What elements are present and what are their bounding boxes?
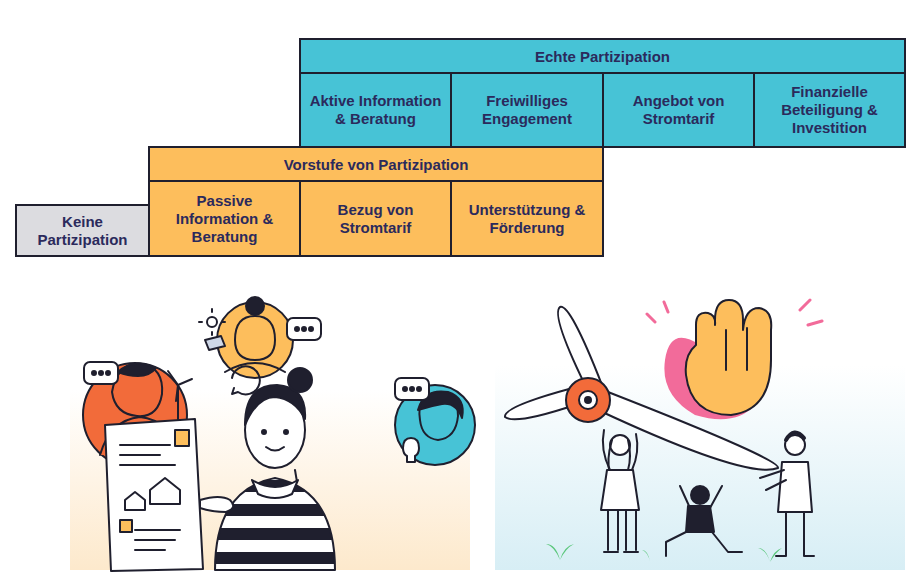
level-band: Echte PartizipationAktive Information & … [299,38,906,148]
level-cell: Angebot von Stromtarif [602,72,755,148]
level-cell: Unterstützung & Förderung [450,180,604,257]
level-label: Bezug von Stromtarif [301,182,450,255]
level-heading: Vorstufe von Partizipation [150,148,602,182]
level-box: Keine Partizipation [15,204,150,257]
level-label: Freiwilliges Engagement [452,74,602,146]
level-cell: Bezug von Stromtarif [299,180,452,257]
level-heading: Echte Partizipation [301,40,904,74]
level-label: Passive Information & Beratung [150,182,299,255]
left-illustration [70,297,475,571]
level-label: Aktive Information & Beratung [301,74,450,146]
level-label: Angebot von Stromtarif [604,74,753,146]
level-band: Vorstufe von PartizipationPassive Inform… [148,146,604,257]
level-cell: Aktive Information & Beratung [299,72,452,148]
level-label: Keine Partizipation [17,206,148,255]
level-label: Unterstützung & Förderung [452,182,602,255]
right-illustration [495,300,905,570]
level-cell: Freiwilliges Engagement [450,72,604,148]
level-label: Finanzielle Beteiligung & Investition [755,74,904,146]
level-cell: Passive Information & Beratung [148,180,301,257]
level-cell: Finanzielle Beteiligung & Investition [753,72,906,148]
